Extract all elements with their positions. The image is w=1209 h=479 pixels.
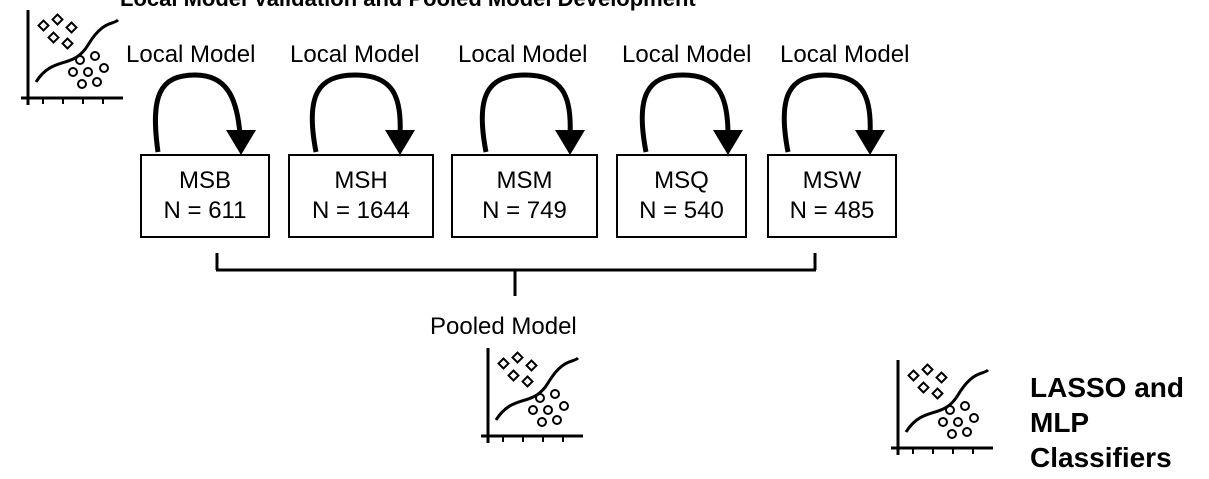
site-sample-size: N = 540: [639, 197, 724, 224]
site-sample-size: N = 611: [163, 197, 247, 224]
site-box-msm: MSM N = 749: [451, 154, 598, 238]
local-model-arrow: [479, 72, 585, 155]
site-box-msq: MSQ N = 540: [616, 154, 747, 238]
header-cut-text: Local Model Validation and Pooled Model …: [120, 0, 696, 12]
site-box-msb: MSB N = 611: [140, 154, 270, 238]
local-model-label: Local Model: [458, 41, 588, 68]
local-model-label: Local Model: [126, 41, 256, 68]
site-name: MSW: [802, 167, 862, 194]
pooled-scatter-icon: [479, 346, 585, 445]
site-sample-size: N = 485: [789, 197, 875, 224]
local-model-label: Local Model: [622, 41, 752, 68]
legend-line: MLP: [1030, 407, 1090, 438]
local-model-arrow: [781, 72, 885, 155]
local-model-arrow: [639, 72, 743, 155]
site-box-msh: MSH N = 1644: [288, 154, 434, 238]
site-name: MSQ: [654, 167, 709, 194]
site-name: MSM: [496, 167, 553, 194]
local-model-label: Local Model: [780, 41, 910, 68]
legend-line: Classifiers: [1030, 442, 1172, 473]
legend-classifiers-text: LASSO and MLP Classifiers: [1030, 370, 1206, 475]
scatter-classifier-icon: [19, 8, 125, 107]
local-model-arrow: [152, 72, 256, 155]
pooled-model-label: Pooled Model: [430, 313, 577, 340]
site-sample-size: N = 749: [482, 197, 567, 224]
legend-scatter-icon: [889, 358, 995, 457]
site-sample-size: N = 1644: [311, 197, 411, 224]
pooling-bracket: [215, 253, 817, 296]
site-box-msw: MSW N = 485: [767, 154, 897, 238]
local-model-arrow: [309, 72, 415, 155]
legend-line: LASSO and: [1030, 372, 1185, 403]
site-name: MSB: [178, 167, 231, 194]
local-model-label: Local Model: [290, 41, 420, 68]
site-name: MSH: [334, 167, 388, 194]
